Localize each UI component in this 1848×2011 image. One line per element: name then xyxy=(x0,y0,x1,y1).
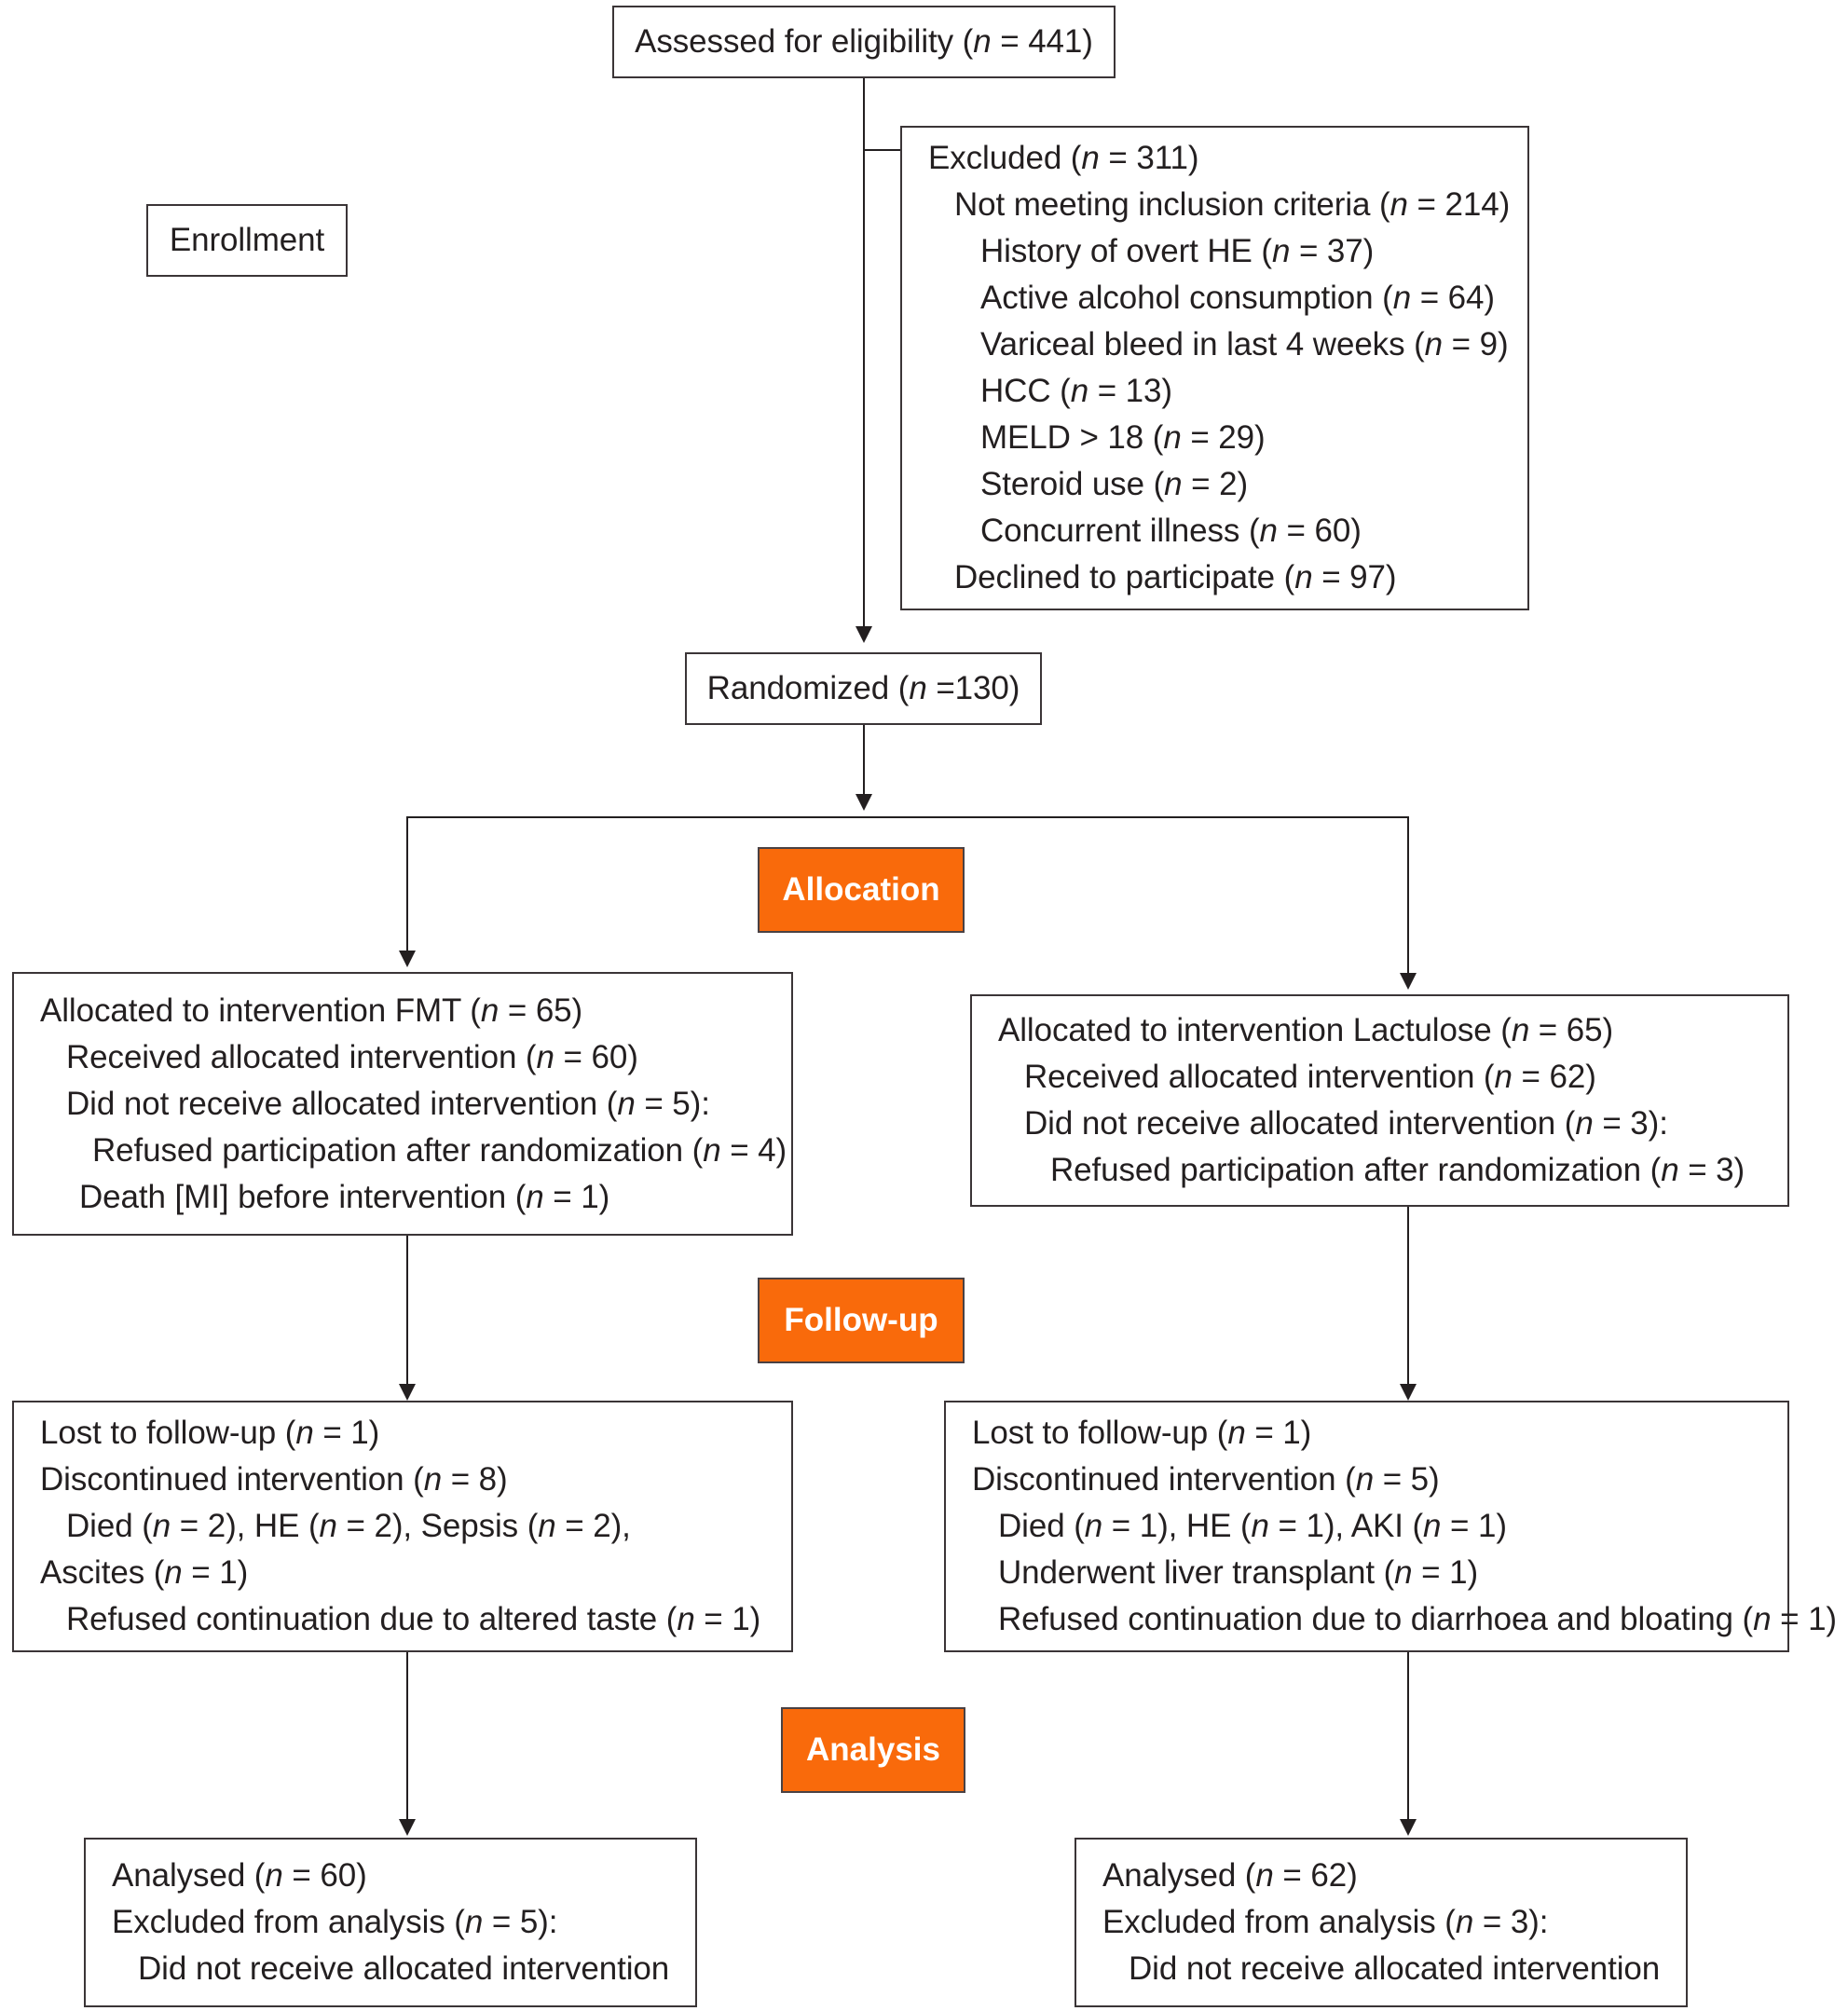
excluded-line-10: Declined to participate (n = 97) xyxy=(954,559,1397,595)
connector-followup-left-down xyxy=(406,1236,408,1385)
assessed-for-eligibility-box: Assessed for eligibility (n = 441) xyxy=(612,6,1116,78)
followup-left-line-1: Lost to follow-up (n = 1) xyxy=(40,1415,380,1451)
followup-left-line-3: Died (n = 2), HE (n = 2), Sepsis (n = 2)… xyxy=(66,1508,631,1544)
arrow-randomized-branch xyxy=(856,794,872,811)
connector-allocation-right-down xyxy=(1407,816,1409,973)
analysis-left-line-3: Did not receive allocated intervention xyxy=(138,1950,670,1987)
followup-right-line-1: Lost to follow-up (n = 1) xyxy=(972,1415,1312,1451)
excluded-line-8: Steroid use (n = 2) xyxy=(980,466,1249,502)
excluded-line-2: Not meeting inclusion criteria (n = 214) xyxy=(954,186,1511,223)
analysis-right-line-1: Analysed (n = 62) xyxy=(1102,1857,1358,1894)
stage-label-enrollment: Enrollment xyxy=(146,204,348,277)
stage-label-allocation: Allocation xyxy=(758,847,965,933)
connector-assessed-to-excluded xyxy=(863,149,900,151)
excluded-box: Excluded (n = 311) Not meeting inclusion… xyxy=(900,126,1529,610)
followup-left-line-4: Ascites (n = 1) xyxy=(40,1554,249,1591)
connector-analysis-left-down xyxy=(406,1652,408,1820)
excluded-line-4: Active alcohol consumption (n = 64) xyxy=(980,280,1495,316)
enrollment-label-text: Enrollment xyxy=(169,222,325,258)
connector-assessed-down xyxy=(863,78,865,626)
stage-label-analysis: Analysis xyxy=(781,1707,965,1793)
excluded-line-5: Variceal bleed in last 4 weeks (n = 9) xyxy=(980,326,1509,363)
allocation-label-text: Allocation xyxy=(782,871,940,908)
randomized-line-1: Randomized (n =130) xyxy=(706,670,1020,706)
analysis-label-text: Analysis xyxy=(806,1731,940,1768)
arrow-to-analysis-right xyxy=(1400,1819,1417,1836)
connector-randomized-down xyxy=(863,725,865,800)
arrow-assessed-to-randomized xyxy=(856,626,872,643)
allocation-right-line-3: Did not receive allocated intervention (… xyxy=(1024,1105,1668,1142)
allocation-left-line-4: Refused participation after randomizatio… xyxy=(92,1131,787,1169)
followup-left-box: Lost to follow-up (n = 1) Discontinued i… xyxy=(12,1401,793,1652)
analysis-left-line-1: Analysed (n = 60) xyxy=(112,1857,367,1894)
excluded-line-3: History of overt HE (n = 37) xyxy=(980,233,1375,269)
followup-left-line-5: Refused continuation due to altered tast… xyxy=(66,1601,761,1637)
allocation-left-line-1: Allocated to intervention FMT (n = 65) xyxy=(40,992,583,1029)
followup-label-text: Follow-up xyxy=(784,1302,938,1338)
followup-right-box: Lost to follow-up (n = 1) Discontinued i… xyxy=(944,1401,1837,1652)
allocation-right-line-4: Refused participation after randomizatio… xyxy=(1050,1152,1745,1188)
followup-right-line-5: Refused continuation due to diarrhoea an… xyxy=(998,1601,1837,1637)
followup-right-line-3: Died (n = 1), HE (n = 1), AKI (n = 1) xyxy=(998,1508,1507,1544)
connector-followup-right-down xyxy=(1407,1207,1409,1384)
allocation-left-box: Allocated to intervention FMT (n = 65) R… xyxy=(12,972,793,1236)
analysis-right-box: Analysed (n = 62) Excluded from analysis… xyxy=(1075,1838,1688,2007)
randomized-box: Randomized (n =130) xyxy=(685,652,1042,725)
arrow-to-analysis-left xyxy=(399,1819,416,1836)
excluded-line-7: MELD > 18 (n = 29) xyxy=(980,419,1266,456)
allocation-right-line-2: Received allocated intervention (n = 62) xyxy=(1024,1059,1596,1095)
arrow-to-allocation-left xyxy=(399,951,416,967)
allocation-left-line-3: Did not receive allocated intervention (… xyxy=(66,1085,710,1122)
allocation-right-box: Allocated to intervention Lactulose (n =… xyxy=(970,994,1789,1207)
assessed-line-1: Assessed for eligibility (n = 441) xyxy=(635,23,1093,60)
arrow-to-followup-right xyxy=(1400,1384,1417,1401)
allocation-left-line-5: Death [MI] before intervention (n = 1) xyxy=(79,1178,610,1215)
excluded-line-1: Excluded (n = 311) xyxy=(928,140,1199,176)
analysis-right-line-2: Excluded from analysis (n = 3): xyxy=(1102,1904,1549,1940)
connector-allocation-split xyxy=(406,816,1409,818)
followup-right-line-2: Discontinued intervention (n = 5) xyxy=(972,1461,1440,1498)
connector-analysis-right-down xyxy=(1407,1652,1409,1820)
followup-right-line-4: Underwent liver transplant (n = 1) xyxy=(998,1554,1479,1591)
arrow-to-followup-left xyxy=(399,1384,416,1401)
excluded-line-9: Concurrent illness (n = 60) xyxy=(980,513,1362,549)
allocation-left-line-2: Received allocated intervention (n = 60) xyxy=(66,1038,638,1075)
analysis-left-box: Analysed (n = 60) Excluded from analysis… xyxy=(84,1838,697,2007)
analysis-right-line-3: Did not receive allocated intervention xyxy=(1129,1950,1661,1987)
arrow-to-allocation-right xyxy=(1400,973,1417,990)
excluded-line-6: HCC (n = 13) xyxy=(980,373,1172,409)
connector-allocation-left-down xyxy=(406,816,408,951)
analysis-left-line-2: Excluded from analysis (n = 5): xyxy=(112,1904,558,1940)
stage-label-followup: Follow-up xyxy=(758,1278,965,1363)
followup-left-line-2: Discontinued intervention (n = 8) xyxy=(40,1461,508,1498)
allocation-right-line-1: Allocated to intervention Lactulose (n =… xyxy=(998,1012,1614,1048)
